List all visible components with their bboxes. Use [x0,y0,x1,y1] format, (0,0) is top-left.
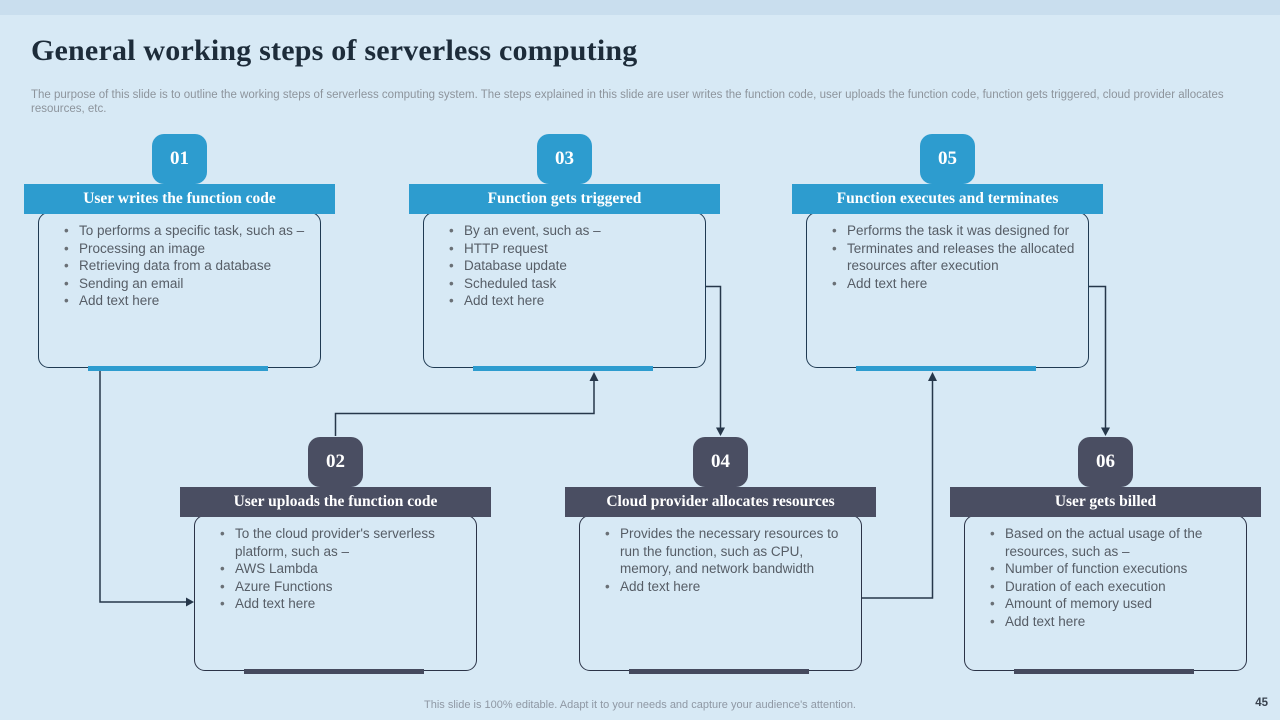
bullet-item: Terminates and releases the allocated re… [830,240,1080,275]
bullet-item: Retrieving data from a database [62,257,312,275]
bullet-item: Duration of each execution [988,578,1238,596]
slide-subtitle: The purpose of this slide is to outline … [31,89,1224,115]
arrowhead-into-03 [589,372,599,381]
step-02-accent-bar [244,669,424,674]
arrowhead-into-06 [1101,427,1110,436]
connector-03-04 [706,285,722,428]
step-05-number-badge: 05 [920,134,975,184]
bullet-item: Amount of memory used [988,595,1238,613]
bullet-item: Azure Functions [218,578,468,596]
page-number: 45 [1255,697,1268,709]
bullet-item: Performs the task it was designed for [830,222,1080,240]
step-04-header: Cloud provider allocates resources [565,487,876,517]
step-01-number-badge: 01 [152,134,207,184]
step-04-number-badge: 04 [693,437,748,487]
bullet-item: Add text here [988,613,1238,631]
bullet-item: HTTP request [447,240,697,258]
bullet-item: By an event, such as – [447,222,697,240]
step-05-body: Performs the task it was designed for Te… [806,212,1089,368]
step-02-number-badge: 02 [308,437,363,487]
step-03-bullets: By an event, such as – HTTP request Data… [424,222,705,310]
step-06-body: Based on the actual usage of the resourc… [964,515,1247,671]
bullet-item: Processing an image [62,240,312,258]
bullet-item: Add text here [603,578,853,596]
step-02-header: User uploads the function code [180,487,491,517]
connector-02-03 [334,381,595,436]
bullet-item: Number of function executions [988,560,1238,578]
step-02-body: To the cloud provider's serverless platf… [194,515,477,671]
step-03-accent-bar [473,366,653,371]
connector-04-05 [862,381,934,599]
arrowhead-into-05 [928,372,937,381]
step-05-accent-bar [856,366,1036,371]
bullet-item: AWS Lambda [218,560,468,578]
step-01-header: User writes the function code [24,184,335,214]
bullet-item: Add text here [830,275,1080,293]
arrowhead-into-02 [186,597,194,607]
connector-01-02 [99,371,187,603]
bullet-item: Add text here [62,292,312,310]
step-05-header: Function executes and terminates [792,184,1103,214]
arrowhead-into-04 [716,427,725,436]
step-06-accent-bar [1014,669,1194,674]
step-05-bullets: Performs the task it was designed for Te… [807,222,1088,292]
step-06-number-badge: 06 [1078,437,1133,487]
bullet-item: To the cloud provider's serverless platf… [218,525,468,560]
bullet-item: Scheduled task [447,275,697,293]
step-04-accent-bar [629,669,809,674]
footer-note: This slide is 100% editable. Adapt it to… [424,699,856,711]
bullet-item: To performs a specific task, such as – [62,222,312,240]
bullet-item: Sending an email [62,275,312,293]
step-01-accent-bar [88,366,268,371]
slide-title: General working steps of serverless comp… [31,34,638,67]
top-band [0,0,1280,15]
bullet-item: Add text here [218,595,468,613]
step-01-bullets: To performs a specific task, such as – P… [39,222,320,310]
step-03-header: Function gets triggered [409,184,720,214]
bullet-item: Database update [447,257,697,275]
step-03-body: By an event, such as – HTTP request Data… [423,212,706,368]
bullet-item: Add text here [447,292,697,310]
step-03-number-badge: 03 [537,134,592,184]
bullet-item: Provides the necessary resources to run … [603,525,853,578]
step-01-body: To performs a specific task, such as – P… [38,212,321,368]
bullet-item: Based on the actual usage of the resourc… [988,525,1238,560]
step-04-body: Provides the necessary resources to run … [579,515,862,671]
step-06-header: User gets billed [950,487,1261,517]
connector-05-06 [1089,285,1107,428]
step-04-bullets: Provides the necessary resources to run … [580,525,861,595]
step-02-bullets: To the cloud provider's serverless platf… [195,525,476,613]
step-06-bullets: Based on the actual usage of the resourc… [965,525,1246,630]
